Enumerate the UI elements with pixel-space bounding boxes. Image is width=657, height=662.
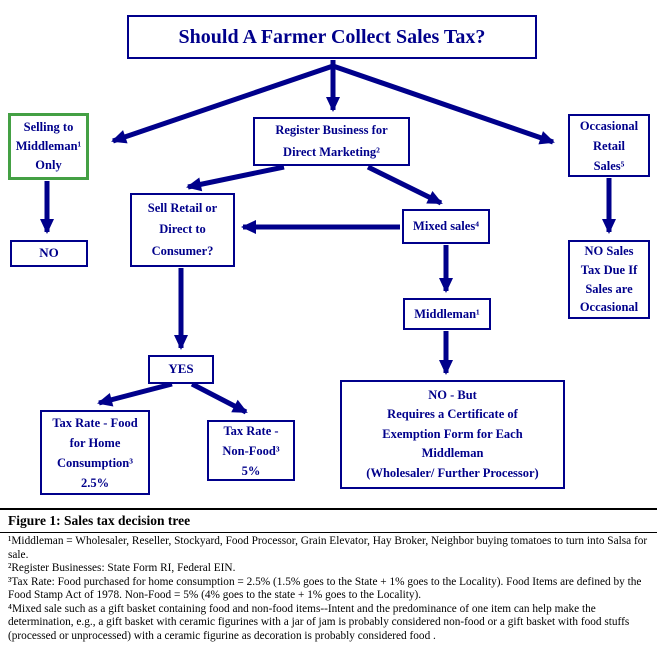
figure-caption: Figure 1: Sales tax decision tree (0, 508, 657, 533)
node-mixed-sales: Mixed sales⁴ (402, 209, 490, 244)
node-sell-retail: Sell Retail or Direct to Consumer? (130, 193, 235, 267)
node-tax-rate-nonfood: Tax Rate - Non-Food³ 5% (207, 420, 295, 481)
node-yes: YES (148, 355, 214, 384)
arrow-register-to-mixed (366, 164, 443, 206)
node-no-but-certificate: NO - But Requires a Certificate of Exemp… (340, 380, 565, 489)
node-tax-rate-food: Tax Rate - Food for Home Consumption³ 2.… (40, 410, 150, 495)
node-selling-middleman: Selling to Middleman¹ Only (8, 113, 89, 180)
arrow-yes-to-taxnonfood (190, 381, 248, 415)
footnote-1: ¹Middleman = Wholesaler, Reseller, Stock… (8, 535, 648, 561)
arrow-yes-to-taxfood (97, 381, 173, 407)
footnote-4: ⁴Mixed sale such as a gift basket contai… (8, 602, 630, 642)
footnotes: ¹Middleman = Wholesaler, Reseller, Stock… (0, 533, 657, 643)
node-title: Should A Farmer Collect Sales Tax? (127, 15, 537, 59)
node-no: NO (10, 240, 88, 267)
footnote-2: ²Register Businesses: State Form RI, Fed… (8, 562, 236, 575)
caption-block: Figure 1: Sales tax decision tree ¹Middl… (0, 508, 657, 643)
footnote-3: ³Tax Rate: Food purchased for home consu… (8, 575, 642, 602)
node-middleman: Middleman¹ (403, 298, 491, 330)
node-occasional-retail: Occasional Retail Sales⁵ (568, 114, 650, 177)
node-no-sales-tax: NO Sales Tax Due If Sales are Occasional (568, 240, 650, 319)
arrow-register-to-sellretail (186, 164, 285, 192)
node-register-business: Register Business for Direct Marketing² (253, 117, 410, 166)
